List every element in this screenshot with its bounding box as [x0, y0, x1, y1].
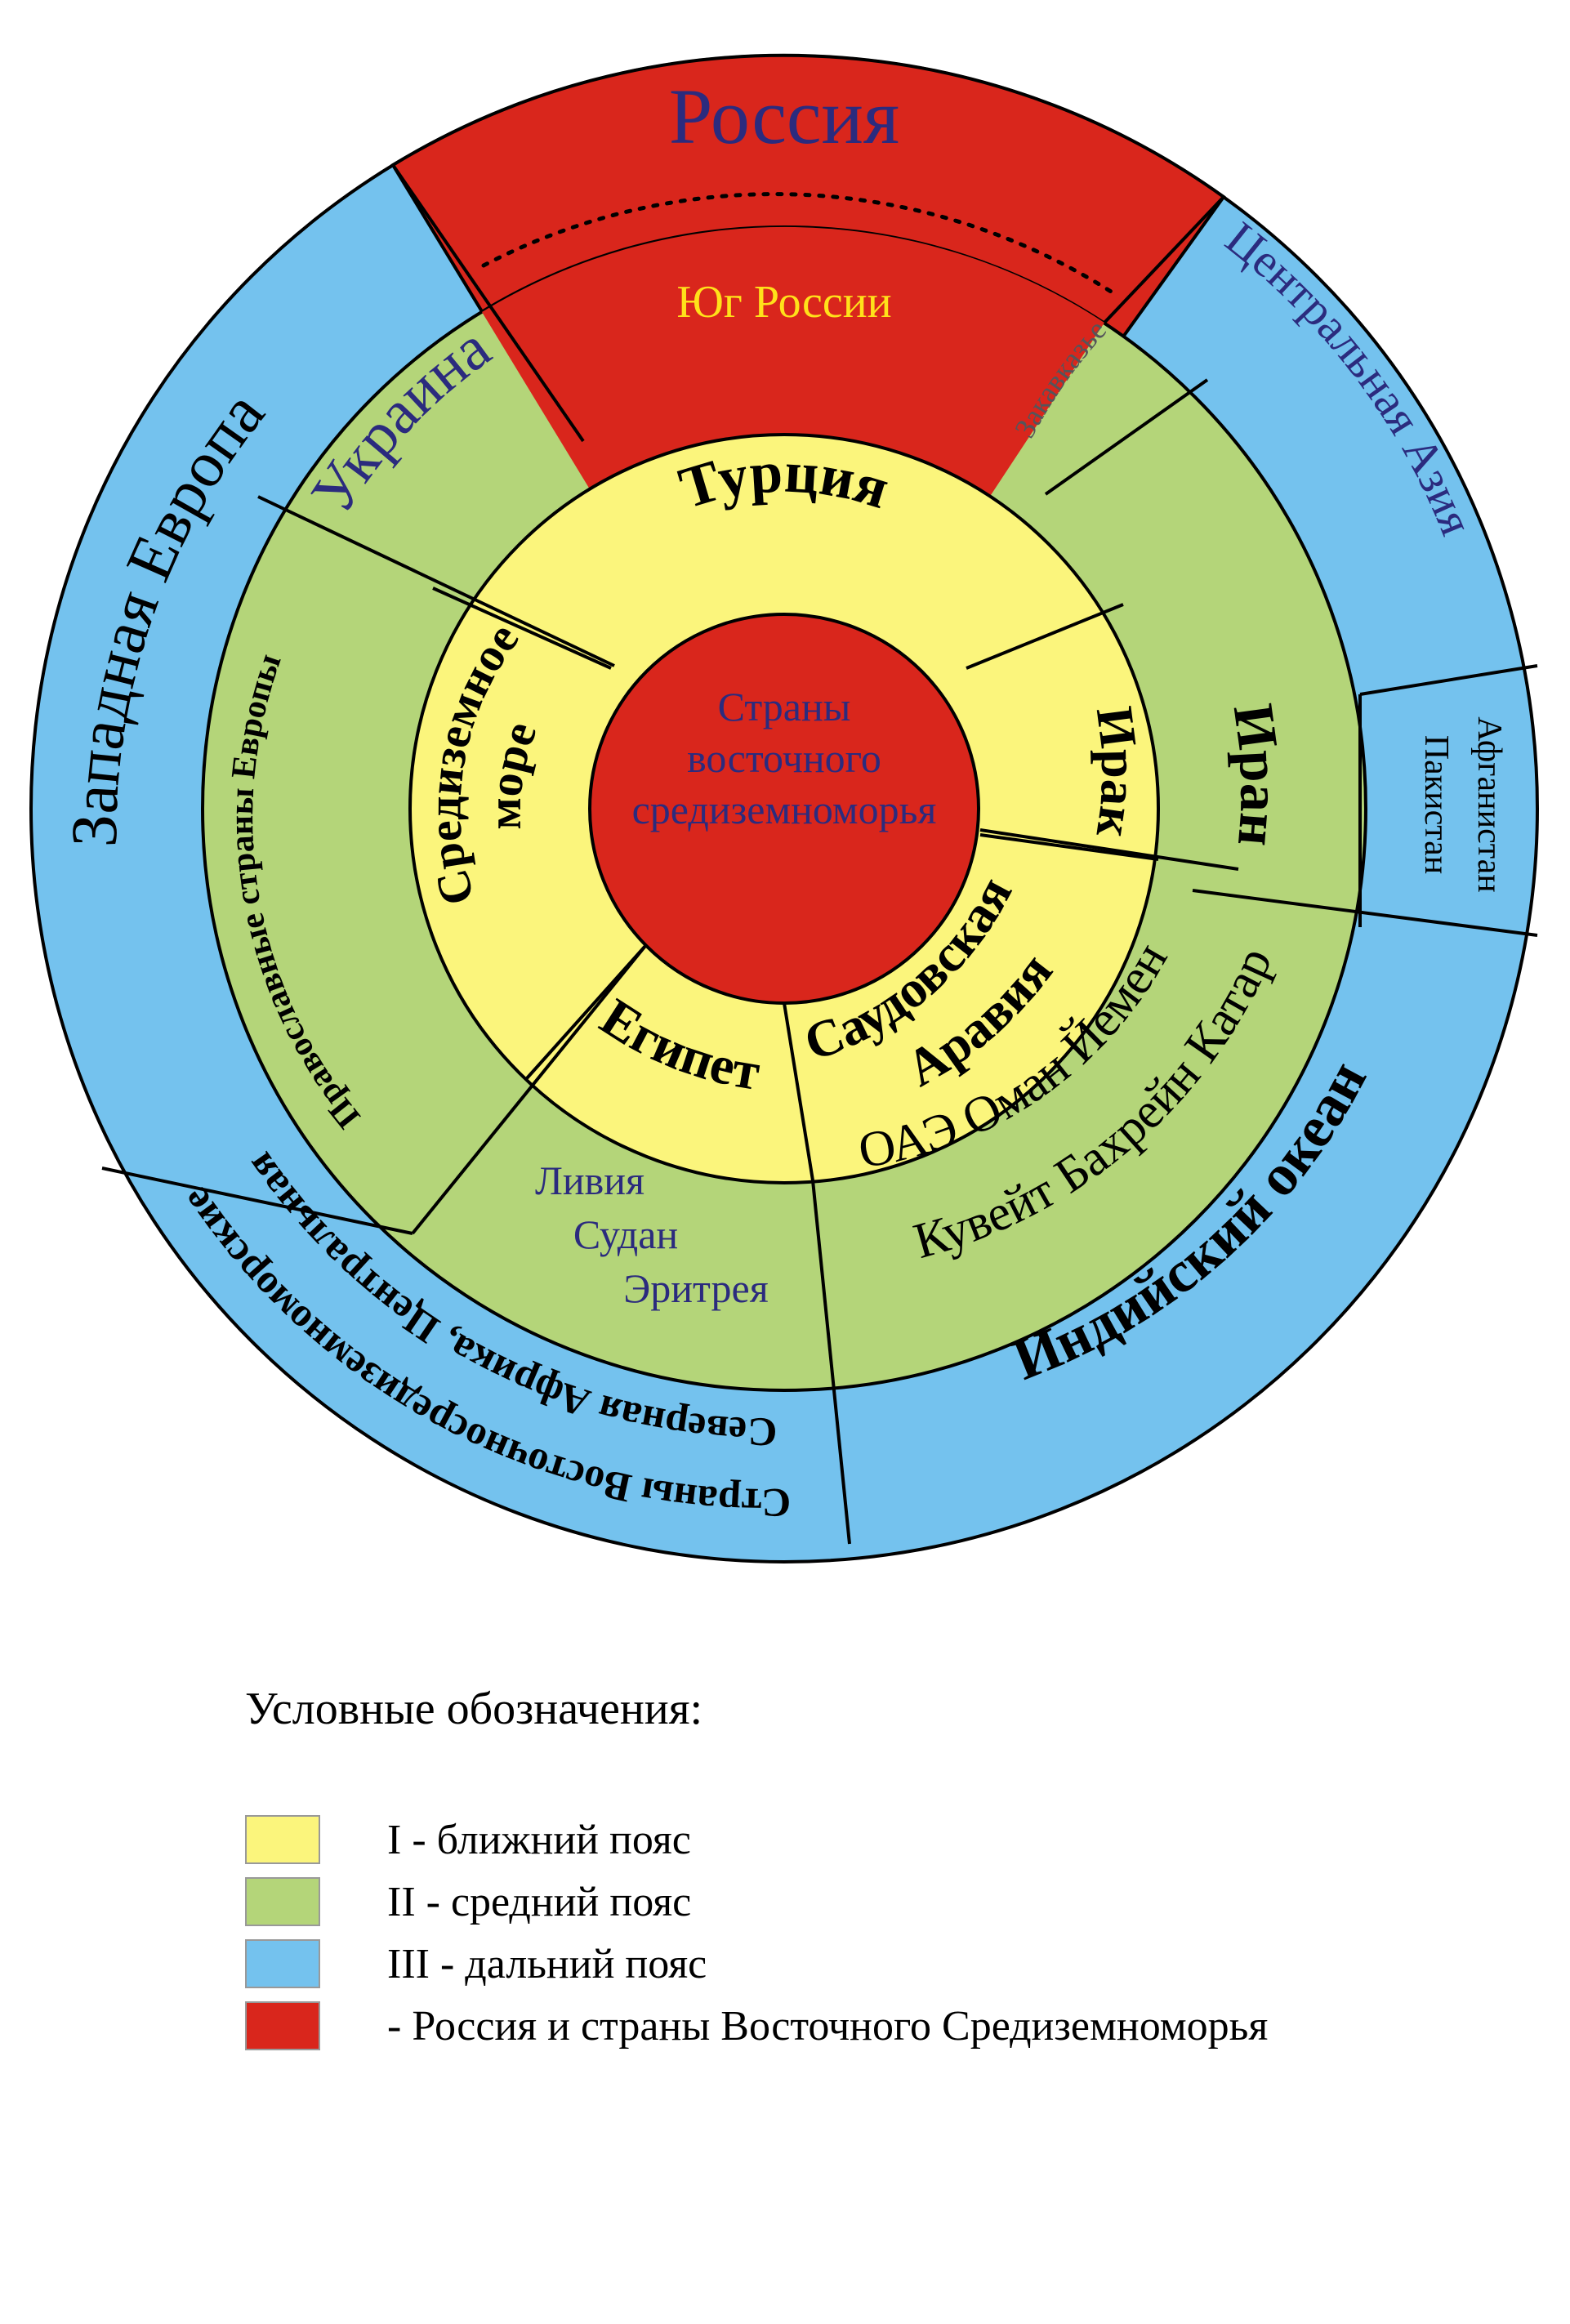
legend-label-near: I - ближний пояс	[387, 1816, 691, 1863]
label-africa: Ливия Судан Эритрея	[535, 1158, 769, 1311]
legend-swatch-blue	[245, 1939, 320, 1988]
center-label: Страны восточного средиземноморья	[632, 684, 937, 832]
label-afghanistan: Афганистан	[1470, 716, 1508, 892]
label-pakistan: Пакистан	[1417, 735, 1455, 874]
legend-swatch-green	[245, 1877, 320, 1926]
legend-item-russia: - Россия и страны Восточного Средиземном…	[245, 1995, 1519, 2057]
legend-swatch-red	[245, 2001, 320, 2050]
legend: Условные обозначения: I - ближний пояс I…	[245, 1683, 1519, 2057]
legend-title: Условные обозначения:	[245, 1684, 703, 1734]
label-afghan-pak: Афганистан Пакистан	[1417, 716, 1508, 892]
center-line-2: восточного	[687, 735, 881, 781]
divider-lines	[101, 163, 1538, 1545]
label-eritrea: Эритрея	[623, 1265, 768, 1311]
label-sudan: Судан	[573, 1211, 678, 1257]
label-iran: Иран	[1221, 700, 1291, 848]
legend-swatch-yellow	[245, 1815, 320, 1864]
legend-label-russia: - Россия и страны Восточного Средиземном…	[387, 2002, 1269, 2050]
legend-label-far: III - дальний пояс	[387, 1940, 707, 1987]
label-russia: Россия	[669, 73, 899, 160]
label-libya: Ливия	[535, 1158, 645, 1203]
legend-item-far: III - дальний пояс	[245, 1933, 1519, 1995]
legend-label-middle: II - средний пояс	[387, 1878, 692, 1925]
russia-dotted-boundary	[481, 192, 1120, 298]
label-south-russia: Юг России	[676, 277, 891, 328]
center-line-3: средиземноморья	[632, 787, 937, 832]
label-iraq: Ирак	[1085, 703, 1149, 841]
center-line-1: Страны	[718, 684, 851, 729]
legend-item-near: I - ближний пояс	[245, 1809, 1519, 1871]
legend-item-middle: II - средний пояс	[245, 1871, 1519, 1933]
